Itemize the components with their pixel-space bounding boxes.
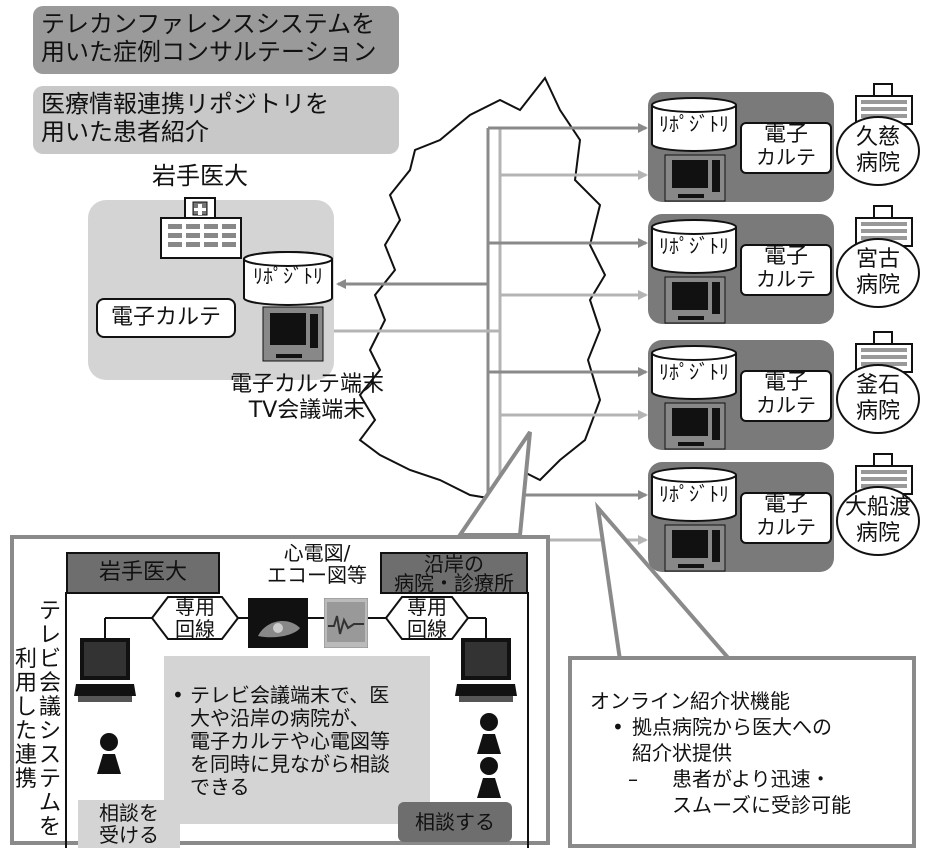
iwate-terminal-line2: TV会議端末 [248, 398, 366, 423]
online-referral-panel [568, 656, 916, 848]
legend-repository: 医療情報連携リポジトリを 用いた患者紹介 [33, 86, 399, 154]
person-icon [477, 757, 501, 798]
emr-line1: 電子 [763, 244, 808, 269]
emr-box: 電子 カルテ [740, 122, 832, 174]
ecg-image-icon [324, 598, 368, 648]
tv-monitor-icon [664, 402, 726, 450]
ecg-caption: 心電図/ エコー図等 [267, 541, 367, 587]
bullet-mark: • [172, 683, 184, 707]
hospital-name: 久慈 病院 [836, 116, 920, 186]
legend-repository-line1: 医療情報連携リポジトリを [41, 90, 329, 118]
hospital-name-line1: 久慈 [855, 125, 900, 150]
repository-label: ﾘﾎﾟｼﾞﾄﾘ [659, 234, 729, 258]
hospital-row-4: ﾘﾎﾟｼﾞﾄﾘ 電子 カルテ 大船渡 病院 [648, 453, 920, 572]
consult-right-title-line2: 病院・診療所 [394, 571, 514, 595]
dedicated-line-left: 専用 回線 [175, 595, 215, 641]
legend-telecon: テレカンファレンスシステムを 用いた症例コンサルテーション [33, 6, 399, 74]
iwate-terminal-caption: 電子カルテ端末 TV会議端末 [212, 372, 402, 424]
legend-repository-line2: 用いた患者紹介 [41, 118, 209, 146]
emr-line2: カルテ [756, 515, 816, 539]
tv-monitor-icon [664, 524, 726, 572]
emr-line1: 電子 [763, 492, 808, 517]
bullet-mark: • [612, 715, 624, 739]
hospital-name-line1: 釜石 [855, 373, 900, 398]
iwate-emr-label: 電子カルテ [110, 305, 221, 330]
hospital-building-icon [160, 197, 242, 259]
online-referral-title: オンライン紹介状機能 [590, 689, 790, 713]
consult-left-title-text: 岩手医大 [98, 560, 187, 585]
tv-monitor-icon [664, 154, 726, 202]
database-cylinder-icon [651, 345, 737, 400]
database-cylinder-icon [651, 97, 737, 152]
repository-label: ﾘﾎﾟｼﾞﾄﾘ [659, 360, 729, 384]
iwate-map-outline [358, 76, 607, 502]
person-icon [97, 733, 121, 774]
tv-monitor-icon [664, 276, 726, 324]
hospital-name-line2: 病院 [855, 521, 900, 546]
person-icon [477, 713, 501, 754]
hospital-name: 大船渡 病院 [836, 486, 920, 556]
laptop-icon [74, 638, 136, 702]
online-referral-content: オンライン紹介状機能 • 拠点病院から医大への 紹介状提供 – 患者がより迅速・… [590, 688, 910, 818]
legend-telecon-line2: 用いた症例コンサルテーション [41, 38, 377, 66]
database-cylinder-icon [651, 219, 737, 274]
iwate-repository-label: ﾘﾎﾟｼﾞﾄﾘ [253, 264, 323, 288]
dash-mark: – [628, 767, 638, 791]
emr-box: 電子 カルテ [740, 244, 832, 296]
hospital-name-line2: 病院 [855, 151, 900, 176]
hospital-row-2: ﾘﾎﾟｼﾞﾄﾘ 電子 カルテ 宮古 病院 [648, 205, 920, 324]
tv-monitor-icon [262, 306, 324, 362]
repository-label: ﾘﾎﾟｼﾞﾄﾘ [659, 482, 729, 506]
iwate-terminal-line1: 電子カルテ端末 [229, 372, 384, 397]
iwate-title: 岩手医大 [152, 162, 248, 190]
hospital-name-line2: 病院 [855, 273, 900, 298]
hospital-name: 釜石 病院 [836, 364, 920, 434]
vertical-label-col1: テ レ ビ 会 議 シ ス テ ム を [38, 599, 61, 840]
request-consult-label: 相談する [398, 802, 512, 842]
database-cylinder-icon [651, 467, 737, 522]
database-cylinder-icon [243, 251, 333, 306]
repository-label: ﾘﾎﾟｼﾞﾄﾘ [659, 112, 729, 136]
ultrasound-image-icon [248, 598, 308, 648]
consult-description-box [164, 656, 430, 824]
emr-line2: カルテ [756, 267, 816, 291]
consult-description: • テレビ会議端末で、医 大や沿岸の病院が、 電子カルテや心電図等 を同時に見な… [172, 683, 390, 799]
consult-left-title: 岩手医大 [66, 552, 220, 594]
emr-line2: カルテ [756, 393, 816, 417]
hospital-name: 宮古 病院 [836, 238, 920, 308]
dedicated-line-right: 専用 回線 [407, 595, 447, 641]
hospital-row-1: ﾘﾎﾟｼﾞﾄﾘ 電子 カルテ 久慈 病院 [648, 83, 920, 202]
emr-box: 電子 カルテ [740, 492, 832, 544]
legend-telecon-line1: テレカンファレンスシステムを [41, 10, 376, 38]
hospital-row-3: ﾘﾎﾟｼﾞﾄﾘ 電子 カルテ 釜石 病院 [648, 331, 920, 450]
consult-right-title: 沿岸の 病院・診療所 [380, 552, 528, 594]
emr-box: 電子 カルテ [740, 370, 832, 422]
hospital-name-line1: 宮古 [855, 247, 900, 272]
consult-right-title-line1: 沿岸の [424, 552, 484, 576]
receive-consult-label: 相談を 受ける [78, 800, 180, 848]
emr-line1: 電子 [763, 370, 808, 395]
iwate-emr-box: 電子カルテ [96, 298, 236, 338]
laptop-icon [455, 638, 517, 702]
vertical-label-col2: 利 用 し た 連 携 [14, 647, 37, 792]
hospital-name-line2: 病院 [855, 399, 900, 424]
hospital-name-line1: 大船渡 [844, 495, 911, 520]
emr-line1: 電子 [763, 122, 808, 147]
emr-line2: カルテ [756, 145, 816, 169]
